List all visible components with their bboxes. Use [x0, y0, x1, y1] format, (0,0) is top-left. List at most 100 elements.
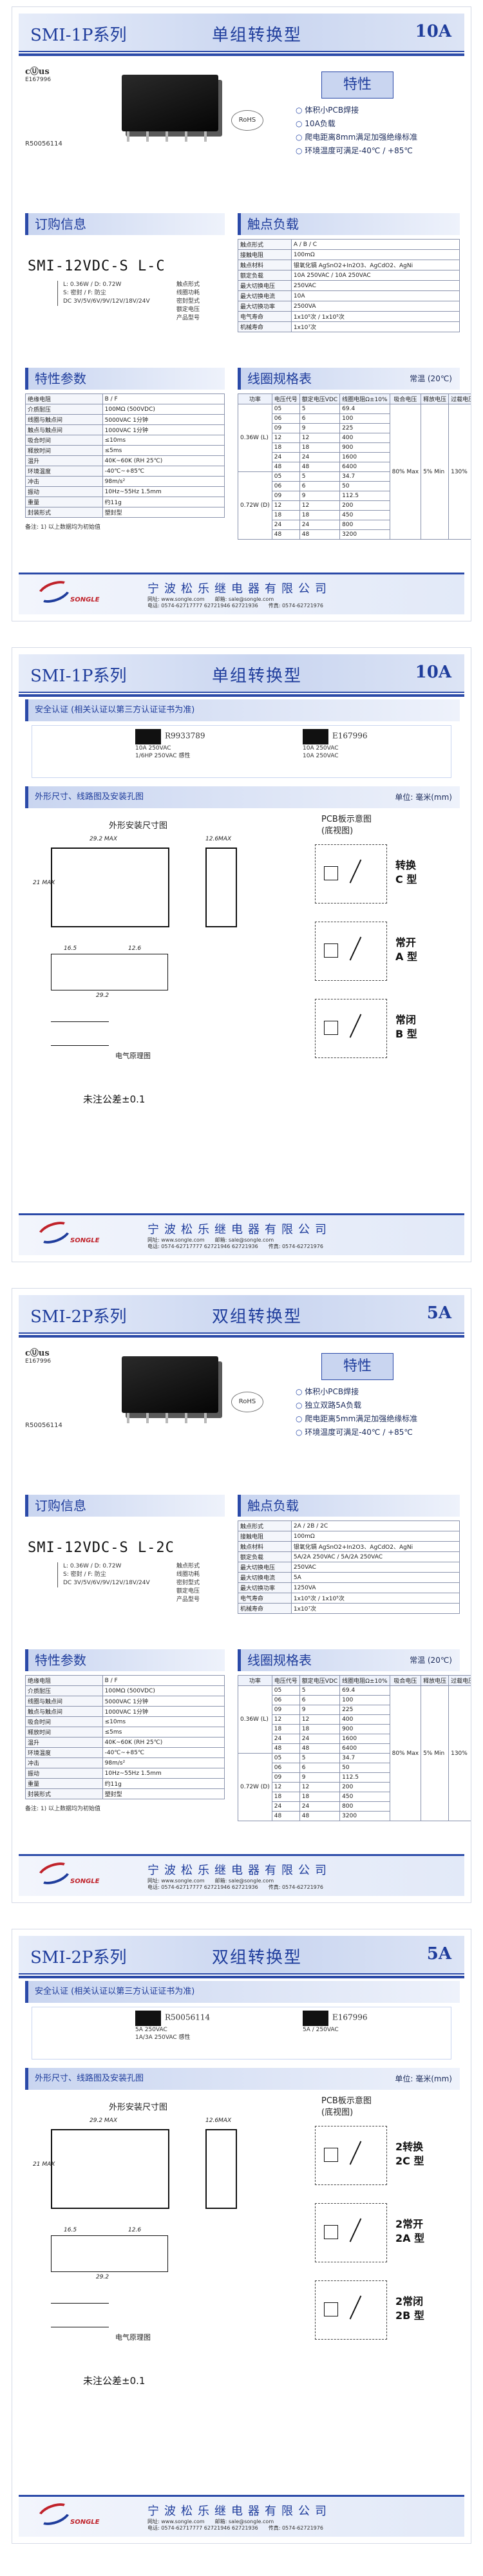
table-cell: 12	[271, 1782, 300, 1792]
table-header-cell: 电压代号	[271, 393, 300, 404]
relay-image	[122, 1356, 218, 1423]
table-cell: 塑封型	[102, 507, 225, 518]
table-cell: 24	[299, 452, 341, 462]
table-row: 触点材料银氧化镉 AgSnO2+In2O3、AgCdO2、AgNi	[238, 1541, 460, 1552]
table-cell: 6	[299, 413, 341, 424]
outline-front	[51, 848, 169, 927]
table-cell: 触点与触点间	[25, 424, 103, 435]
table-cell: 12	[271, 500, 300, 511]
table-cell: 介质耐压	[25, 1685, 103, 1696]
table-cell: 130%	[448, 404, 471, 540]
table-cell: A / B / C	[290, 239, 460, 250]
relay-image	[122, 75, 218, 142]
table-cell: 介质耐压	[25, 404, 103, 415]
table-cell: 69.4	[339, 1685, 390, 1696]
power-cell: 0.72W (D)	[238, 471, 272, 540]
table-cell: 50	[339, 1763, 390, 1773]
cert-number: R50056114	[25, 1422, 62, 1429]
company-name: 宁波松乐继电器有限公司	[147, 2505, 332, 2518]
table-cell: 98m/s²	[102, 1757, 225, 1768]
table-cell: 34.7	[339, 471, 390, 482]
table-cell: 100mΩ	[290, 249, 460, 260]
table-cell: 6	[299, 1695, 341, 1705]
table-header-cell: 额定电压VDC	[299, 1675, 341, 1686]
safety-section-title: 安全认证 (相关认证以第三方认证证书为准)	[25, 699, 460, 721]
table-cell: 接触电阻	[238, 249, 292, 260]
pcb-subtitle: (底视图)	[321, 2108, 354, 2117]
table-cell: ≤10ms	[102, 1716, 225, 1727]
table-row: 环境温度-40℃~+85℃	[25, 466, 225, 477]
table-cell: 约11g	[102, 1778, 225, 1789]
table-header-cell: 吸合电压	[389, 393, 422, 404]
table-cell: 5000VAC 1分钟	[102, 414, 225, 425]
dim-label: 29.2	[96, 992, 109, 999]
amp-rating: 10A	[415, 22, 451, 41]
table-cell: 05	[271, 471, 300, 482]
table-cell: 机械寿命	[238, 1603, 292, 1614]
drawing-section-title: 外形尺寸、线路图及安装孔图单位: 毫米(mm)	[25, 786, 460, 808]
table-cell: 24	[271, 1801, 300, 1812]
rohs-badge: RoHS	[231, 1392, 263, 1412]
dim-label: 29.2 MAX	[90, 836, 117, 842]
company-name: 宁波松乐继电器有限公司	[147, 582, 332, 596]
table-cell: 重量	[25, 497, 103, 507]
page-footer: SONGLE 宁波松乐继电器有限公司 网址: www.songle.com 邮箱…	[19, 573, 464, 614]
table-cell: 06	[271, 1695, 300, 1705]
table-cell: B / F	[102, 1675, 225, 1686]
contact-section-title: 触点负载	[238, 213, 460, 235]
table-cell: 450	[339, 510, 390, 520]
table-cell: 40K~60K (RH 25℃)	[102, 455, 225, 466]
page-header: SMI-1P系列 单组转换型 10A	[19, 654, 464, 697]
table-cell: 400	[339, 433, 390, 443]
table-header-cell: 线圈电阻Ω±10%	[339, 393, 390, 404]
table-cell: 800	[339, 1801, 390, 1812]
table-cell: 吸合时间	[25, 435, 103, 446]
table-cell: 冲击	[25, 476, 103, 487]
table-cell: 1x10⁵次 / 1x10⁵次	[290, 1593, 460, 1604]
table-cell: 5A/2A 250VAC / 5A/2A 250VAC	[290, 1551, 460, 1562]
type-title: 双组转换型	[212, 1307, 303, 1327]
schematic-title: 电气原理图	[115, 1052, 151, 1060]
series-title: SMI-2P系列	[30, 1307, 127, 1327]
company-name: 宁波松乐继电器有限公司	[147, 1223, 332, 1236]
features-title: 特性	[321, 1353, 393, 1380]
table-cell: 接触电阻	[238, 1531, 292, 1542]
table-cell: 10Hz~55Hz 1.5mm	[102, 486, 225, 497]
rohs-badge: RoHS	[231, 110, 263, 131]
table-cell: 18	[299, 1724, 341, 1734]
table-cell: 最大切换电压	[238, 280, 292, 291]
table-cell: 100MΩ (500VDC)	[102, 1685, 225, 1696]
pcb-title: PCB板示意图	[321, 2096, 372, 2106]
table-cell: ≤10ms	[102, 435, 225, 446]
table-cell: 50	[339, 481, 390, 491]
table-cell: 10Hz~55Hz 1.5mm	[102, 1768, 225, 1779]
dim-label: 21 MAX	[33, 2161, 55, 2168]
table-cell: 5	[299, 1685, 341, 1696]
table-cell: 130%	[448, 1685, 471, 1821]
table-cell: 225	[339, 1705, 390, 1715]
table-cell: 2A / 2B / 2C	[290, 1520, 460, 1531]
table-cell: 触点材料	[238, 1541, 292, 1552]
